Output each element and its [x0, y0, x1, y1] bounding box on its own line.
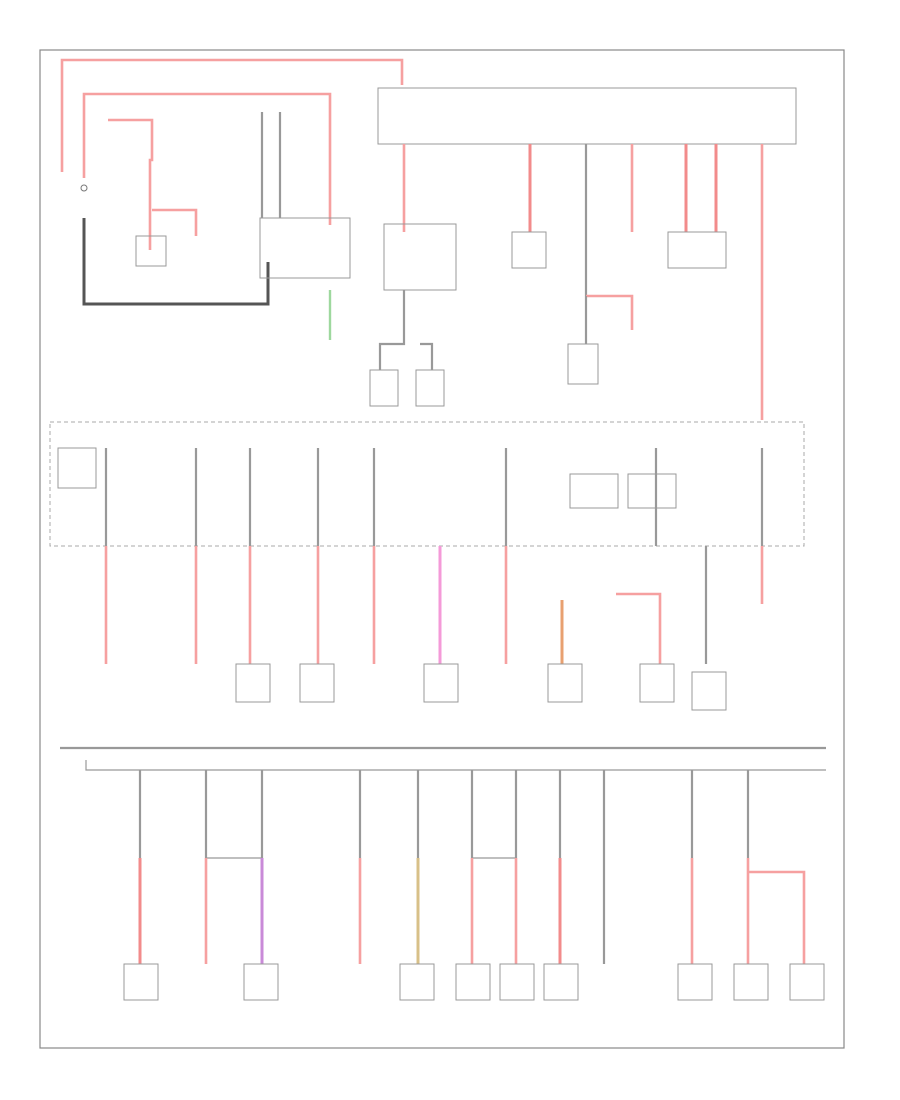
conn-low-2 — [243, 963, 279, 1001]
alternator-box — [135, 235, 167, 267]
junction-feed-wires — [260, 112, 282, 218]
conn-low-9 — [789, 963, 825, 1001]
battery-feed-wire — [60, 58, 404, 172]
fuse-panel-middle — [49, 421, 805, 547]
relay-box-3 — [627, 473, 677, 509]
conn-mid-6 — [691, 671, 727, 711]
alternator-wire — [108, 118, 154, 250]
branch-wire — [586, 294, 634, 330]
relay-module-box — [383, 223, 457, 291]
connector-box-1 — [511, 231, 547, 269]
battery-section — [60, 58, 404, 340]
conn-low-7 — [677, 963, 713, 1001]
conn-low-6 — [543, 963, 579, 1001]
conn-low-4 — [455, 963, 491, 1001]
conn-mid-4 — [547, 663, 583, 703]
fuse-panel-fuses — [104, 448, 764, 546]
ground-wire — [82, 218, 270, 306]
lower-fuse-section — [85, 760, 826, 859]
conn-mid-1 — [235, 663, 271, 703]
starter-wire — [152, 208, 198, 236]
relay-output-wires — [378, 290, 434, 370]
fuse-box — [369, 87, 797, 420]
conn-mid-2 — [299, 663, 335, 703]
connector-box-4 — [369, 369, 399, 407]
conn-mid-5 — [639, 663, 675, 703]
battery-terminal — [80, 184, 88, 192]
conn-low-8 — [733, 963, 769, 1001]
middle-output-wires — [104, 546, 764, 711]
relay-box-2 — [569, 473, 619, 509]
out-9 — [616, 592, 662, 664]
relay-box-1 — [57, 447, 97, 489]
smart-junction-box — [259, 217, 351, 279]
conn-low-5 — [499, 963, 535, 1001]
low-out-11 — [746, 858, 806, 964]
lower-bus — [85, 760, 826, 771]
fuse-panel-outline — [49, 421, 805, 547]
lower-fuses — [138, 770, 750, 858]
starter-feed-wire — [82, 92, 332, 225]
lower-output-wires — [123, 858, 825, 1001]
conn-low-1 — [123, 963, 159, 1001]
diagram-border — [39, 49, 845, 1049]
connector-box-2 — [667, 231, 727, 269]
conn-low-3 — [399, 963, 435, 1001]
connector-box-3 — [567, 343, 599, 385]
fuse-box-outline — [377, 87, 797, 145]
conn-mid-3 — [423, 663, 459, 703]
connector-box-5 — [415, 369, 445, 407]
